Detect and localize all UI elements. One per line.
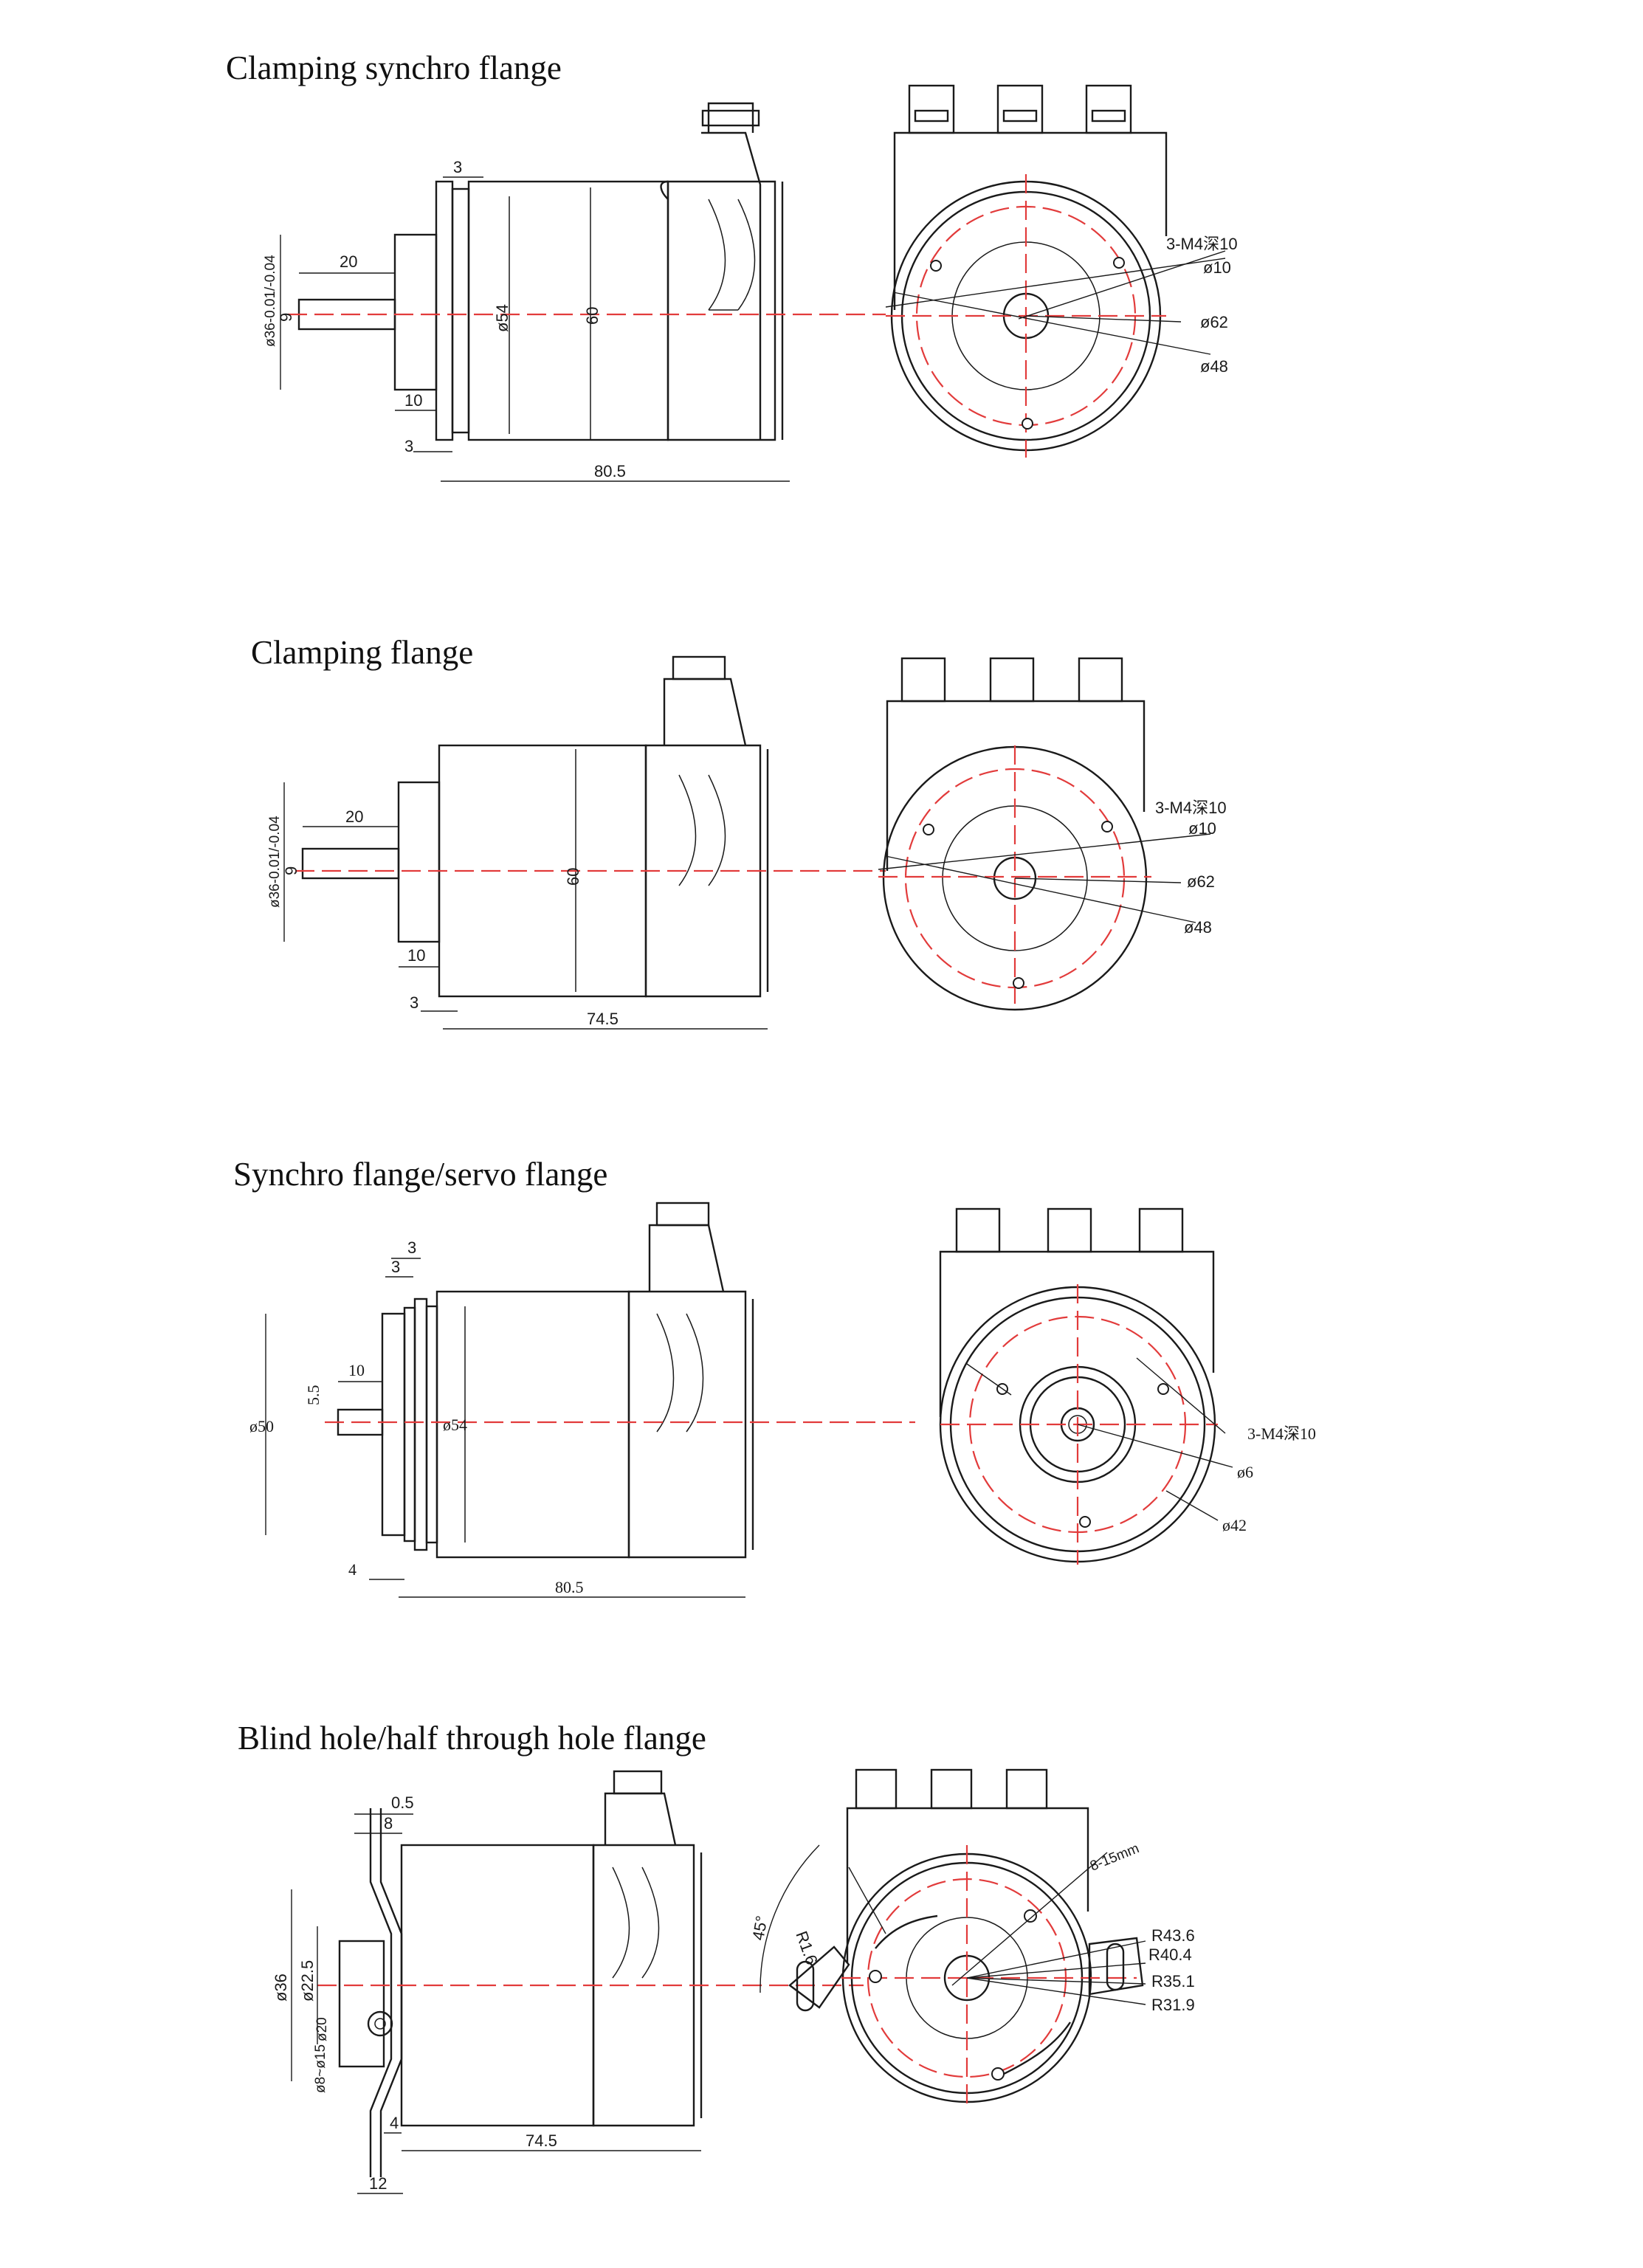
- connector-3: [1138, 1207, 1184, 1253]
- callout-angle: 45°: [748, 1914, 771, 1942]
- callout-r3: R35.1: [1151, 1972, 1195, 1990]
- callout-bore: ø10: [1188, 819, 1216, 838]
- dim-d-outer: ø36-0.01/-0.04: [263, 255, 278, 347]
- callout-pcd: ø48: [1184, 918, 1212, 937]
- callout-r2: R40.4: [1148, 1945, 1192, 1964]
- front-view: 8-15mm 45° R1.6 R43.6 R40.4 R35.1 R31.9: [748, 1768, 1195, 2111]
- connector-1: [908, 84, 955, 134]
- dim-total-len: 74.5: [587, 1010, 619, 1028]
- callout-bore: ø10: [1203, 258, 1231, 277]
- connector-3: [1085, 84, 1132, 134]
- dim-step: 3: [410, 993, 418, 1012]
- drawing-clamping-flange: ø36-0.01/-0.04 20 9 10 3 60 74.5 3-M4深10…: [267, 655, 1227, 1030]
- dim-body-d: ø54: [493, 304, 512, 332]
- dim-shaft-d: 9: [282, 866, 300, 875]
- connector-3: [1005, 1768, 1048, 1810]
- connector-1: [955, 1207, 1001, 1253]
- callout-slot: 8-15mm: [1088, 1841, 1141, 1875]
- callout-thread: 3-M4深10: [1247, 1424, 1316, 1443]
- dim-step: 3: [404, 437, 413, 455]
- dim-flange-w: 10: [404, 391, 422, 410]
- section-title-blind-hole: Blind hole/half through hole flange: [238, 1720, 706, 1757]
- callout-r4: R31.9: [1151, 1996, 1195, 2014]
- side-dimensions: ø36-0.01/-0.04 20 9 10 3 60 74.5: [267, 782, 768, 1030]
- dim-top-2: 3: [391, 1258, 400, 1276]
- front-view: 3-M4深10 ø6 ø42: [939, 1207, 1316, 1565]
- section-title-synchro-servo: Synchro flange/servo flange: [233, 1156, 608, 1193]
- connector-2: [996, 84, 1044, 134]
- connector-2: [1047, 1207, 1092, 1253]
- callout-outer: ø62: [1200, 313, 1228, 331]
- dim-flange-w: 4: [348, 1560, 356, 1579]
- dim-bore: ø8~ø15: [313, 2044, 328, 2093]
- dim-top-2: 8: [384, 1814, 393, 1833]
- dim-shaft-d: 5.5: [304, 1385, 323, 1406]
- dim-shaft-d: 9: [277, 313, 295, 322]
- dim-d-step: ø20: [314, 2017, 330, 2041]
- front-view: 3-M4深10 ø10 ø62 ø48: [878, 657, 1227, 1011]
- side-dimensions: 3 3 10 5.5 ø50 ø54 4 80.5: [249, 1238, 745, 1598]
- dim-flange-w: 10: [407, 946, 425, 965]
- side-view: [295, 655, 886, 998]
- dim-shaft-len: 20: [345, 807, 363, 826]
- front-view: 3-M4深10 ø10 ø62 ø48: [885, 84, 1238, 458]
- side-view: [317, 1770, 864, 2177]
- drawing-synchro-servo-flange: 3 3 10 5.5 ø50 ø54 4 80.5 3-M4深10: [249, 1202, 1316, 1598]
- dim-d-outer: ø36-0.01/-0.04: [267, 816, 283, 908]
- dim-body-d: ø54: [443, 1416, 467, 1434]
- dim-d-outer: ø50: [249, 1417, 274, 1435]
- callout-r1: R43.6: [1151, 1926, 1195, 1945]
- side-view: [325, 1202, 915, 1559]
- drawing-blind-hole-flange: 0.5 8 ø36 ø22.5 ø20 ø8~ø15 4 74.5 12: [272, 1768, 1195, 2194]
- dim-top-1: 0.5: [391, 1793, 414, 1812]
- connector-1: [855, 1768, 898, 1810]
- dim-top-1: 3: [407, 1238, 416, 1257]
- dim-top-step: 3: [453, 158, 462, 176]
- drawing-clamping-synchro-flange: ø36-0.01/-0.04 20 9 10 3 3 ø54 60 80.5 3: [263, 84, 1238, 482]
- dim-total-len: 80.5: [555, 1578, 584, 1596]
- section-title-clamping-synchro: Clamping synchro flange: [226, 49, 562, 86]
- dim-d-outer: ø36: [272, 1974, 290, 2002]
- connector-2: [930, 1768, 973, 1810]
- dim-height: 60: [583, 307, 602, 325]
- dim-bottom: 12: [369, 2174, 387, 2193]
- dim-d-inner: ø22.5: [298, 1960, 317, 2002]
- side-view: [288, 102, 886, 441]
- connector-1: [900, 657, 946, 703]
- connector-3: [1078, 657, 1123, 703]
- callout-outer: ø62: [1187, 872, 1215, 891]
- connector-2: [989, 657, 1035, 703]
- callout-thread: 3-M4深10: [1155, 799, 1227, 817]
- dim-total-len: 74.5: [526, 2131, 557, 2150]
- side-dimensions: ø36-0.01/-0.04 20 9 10 3 3 ø54 60 80.5: [263, 158, 790, 482]
- dim-total-len: 80.5: [594, 462, 626, 480]
- callout-pcd: ø48: [1200, 357, 1228, 376]
- dim-shaft-len: 10: [348, 1361, 365, 1379]
- callout-r-small: R1.6: [792, 1929, 821, 1967]
- callout-pcd: ø42: [1222, 1516, 1247, 1534]
- dim-height: 60: [564, 868, 582, 886]
- callout-thread: 3-M4深10: [1166, 235, 1238, 253]
- section-title-clamping: Clamping flange: [251, 634, 474, 671]
- callout-bore: ø6: [1237, 1463, 1253, 1481]
- side-dimensions: 0.5 8 ø36 ø22.5 ø20 ø8~ø15 4 74.5 12: [272, 1793, 701, 2194]
- dim-flange-w: 4: [390, 2114, 399, 2132]
- dim-shaft-len: 20: [340, 252, 357, 271]
